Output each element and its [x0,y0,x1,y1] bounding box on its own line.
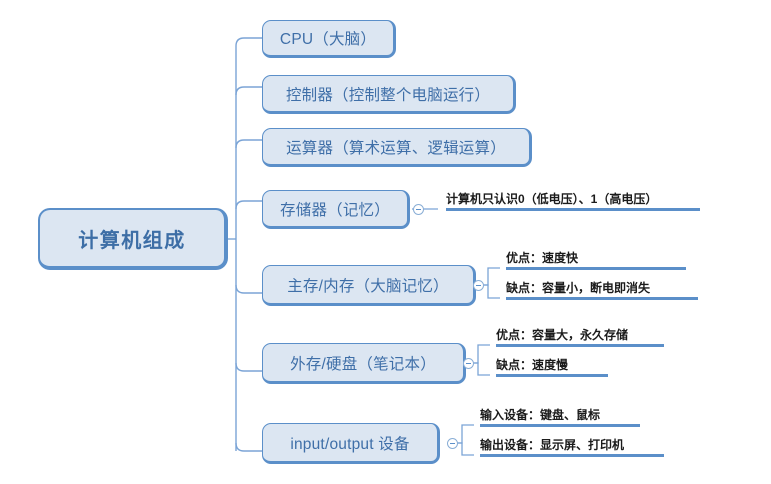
branch-node-main-memory-label: 主存/内存（大脑记忆） [287,277,449,295]
toggle-io-devices[interactable] [447,438,458,449]
leaf-storage-binary: 计算机只认识0（低电压）、1（高电压） [446,192,700,211]
branch-node-io-devices[interactable]: input/output 设备 [262,423,440,464]
leaf-main-memory-pro: 优点：速度快 [506,251,686,270]
branch-node-storage[interactable]: 存储器（记忆） [262,190,410,229]
branch-node-alu-label: 运算器（算术运算、逻辑运算） [286,139,506,157]
leaf-io-input-label: 输入设备：键盘、鼠标 [480,408,601,422]
branch-node-external-storage[interactable]: 外存/硬盘（笔记本） [262,343,466,384]
leaf-io-output: 输出设备：显示屏、打印机 [480,438,664,457]
leaf-io-input: 输入设备：键盘、鼠标 [480,408,640,427]
branch-node-alu[interactable]: 运算器（算术运算、逻辑运算） [262,128,532,167]
leaf-external-storage-con-label: 缺点：速度慢 [496,358,569,372]
leaf-underline-bar [496,374,608,377]
leaf-underline-bar [480,454,664,457]
leaf-underline-bar [506,297,698,300]
leaf-underline-bar [446,208,700,211]
root-node-label: 计算机组成 [78,229,186,252]
branch-node-cpu-label: CPU（大脑） [279,31,377,48]
branch-node-main-memory[interactable]: 主存/内存（大脑记忆） [262,265,476,306]
branch-node-cpu[interactable]: CPU（大脑） [262,20,396,58]
leaf-main-memory-con: 缺点：容量小，断电即消失 [506,281,698,300]
leaf-underline-bar [506,267,686,270]
leaf-io-output-label: 输出设备：显示屏、打印机 [480,438,625,452]
leaf-main-memory-con-label: 缺点：容量小，断电即消失 [506,281,651,295]
branch-node-io-devices-label: input/output 设备 [290,435,410,453]
leaf-underline-bar [480,424,640,427]
toggle-external-storage[interactable] [463,358,474,369]
leaf-underline-bar [496,344,664,347]
leaf-external-storage-pro-label: 优点：容量大，永久存储 [496,328,629,342]
leaf-external-storage-con: 缺点：速度慢 [496,358,608,377]
leaf-external-storage-pro: 优点：容量大，永久存储 [496,328,664,347]
toggle-storage[interactable] [413,204,424,215]
branch-node-external-storage-label: 外存/硬盘（笔记本） [290,355,436,373]
toggle-main-memory[interactable] [473,280,484,291]
branch-node-controller-label: 控制器（控制整个电脑运行） [285,86,491,104]
leaf-main-memory-pro-label: 优点：速度快 [506,251,579,265]
branch-node-storage-label: 存储器（记忆） [280,201,390,219]
root-node[interactable]: 计算机组成 [38,208,228,270]
leaf-storage-binary-label: 计算机只认识0（低电压）、1（高电压） [446,192,658,206]
branch-node-controller[interactable]: 控制器（控制整个电脑运行） [262,75,516,114]
